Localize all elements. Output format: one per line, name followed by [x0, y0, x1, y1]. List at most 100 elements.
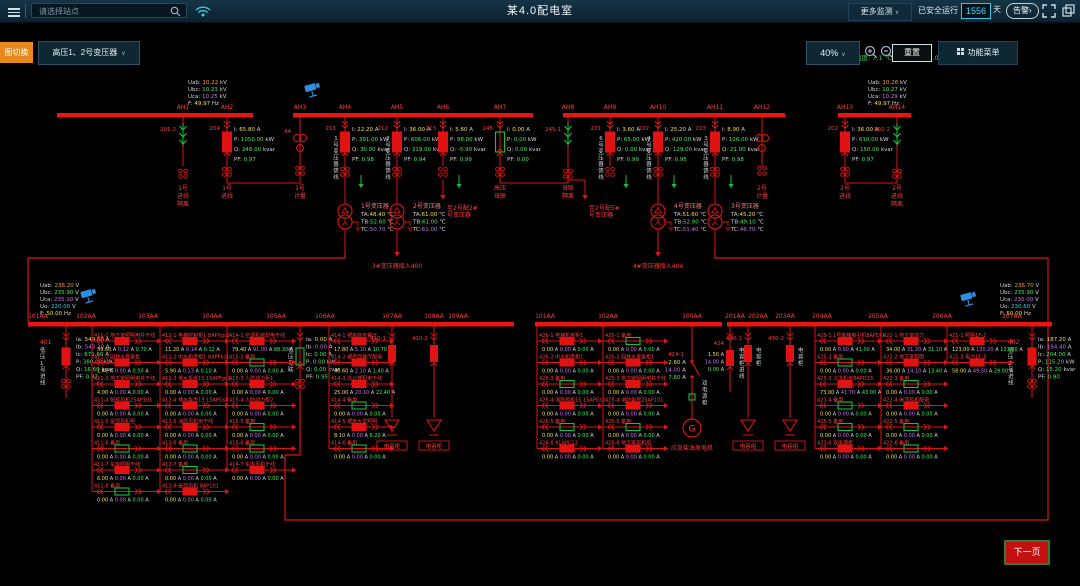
svg-text:0.00 A 0.00 A 0.00 A: 0.00 A 0.00 A 0.00 A: [165, 433, 217, 439]
svg-text:0.00 A 0.00 A 0.00 A: 0.00 A 0.00 A 0.00 A: [97, 433, 149, 439]
svg-text:2.60 A: 2.60 A: [668, 360, 686, 366]
svg-text:TC:61.00 ℃: TC:61.00 ℃: [412, 226, 445, 233]
reset-button[interactable]: 重置: [892, 44, 932, 62]
svg-text:426-1 电梯机房柜1: 426-1 电梯机房柜1: [539, 332, 583, 339]
svg-text:P: 0.00 kW: P: 0.00 kW: [507, 137, 537, 143]
svg-text:402: 402: [1008, 339, 1020, 346]
svg-text:245: 245: [483, 126, 494, 132]
svg-text:44: 44: [284, 129, 291, 135]
svg-text:207AA: 207AA: [1002, 313, 1023, 320]
svg-text:0.00 A: 0.00 A: [708, 367, 725, 373]
diagram-switch-tag[interactable]: 图切换: [0, 42, 33, 63]
svg-text:0.00 A 0.00 A 0.00 A: 0.00 A 0.00 A 0.00 A: [886, 412, 938, 418]
svg-text:Uca: 10.25 kV: Uca: 10.25 kV: [188, 94, 227, 100]
svg-text:PF: 0.95: PF: 0.95: [665, 157, 687, 163]
chevron-down-icon: ∨: [841, 52, 846, 58]
svg-text:AH14: AH14: [889, 104, 905, 111]
svg-text:0.00 A 0.00 A 0.00 A: 0.00 A 0.00 A 0.00 A: [608, 455, 660, 461]
transformer-selector[interactable]: 高压1、2号变压器∨: [38, 41, 140, 65]
svg-text:Ubc: 235.90 V: Ubc: 235.90 V: [1000, 290, 1039, 296]
svg-text:0.00 A 0.00 A 0.00 A: 0.00 A 0.00 A 0.00 A: [820, 412, 872, 418]
svg-text:Ib: 543.20 A: Ib: 543.20 A: [76, 345, 110, 351]
svg-text:TA:51.60 ℃: TA:51.60 ℃: [673, 211, 706, 218]
windows-icon[interactable]: [1062, 4, 1076, 18]
svg-text:412-7 备用: 412-7 备用: [162, 461, 188, 468]
svg-text:应急柴油发电机: 应急柴油发电机: [671, 444, 713, 452]
svg-text:425-3 地下室照明电井干线: 425-3 地下室照明电井干线: [605, 375, 666, 382]
svg-text:PF: 0.00: PF: 0.00: [507, 157, 529, 163]
svg-text:AH10: AH10: [650, 104, 666, 111]
svg-text:PF: 0.98: PF: 0.98: [722, 157, 744, 163]
svg-text:201-2: 201-2: [160, 127, 176, 133]
svg-text:425-3 冷冻机房8APD33: 425-3 冷冻机房8APD33: [817, 375, 873, 382]
alarm-button[interactable]: 告警›: [1006, 3, 1039, 19]
svg-text:F: 50.00 Hz: F: 50.00 Hz: [1000, 311, 1031, 317]
svg-text:P: 420.00 kW: P: 420.00 kW: [665, 137, 702, 143]
more-monitor-dropdown[interactable]: 更多监测 ∨: [848, 3, 912, 21]
zoom-level-dropdown[interactable]: 40%∨: [806, 41, 860, 65]
svg-text:73.00 A 41.70 A 43.00 A: 73.00 A 41.70 A 43.00 A: [820, 390, 882, 396]
svg-text:3号变压器: 3号变压器: [731, 202, 759, 210]
svg-text:414-2 裙房西餐厅配电: 414-2 裙房西餐厅配电: [331, 354, 382, 361]
svg-text:I: 65.80 A: I: 65.80 A: [234, 127, 261, 133]
svg-text:201AA: 201AA: [725, 313, 746, 320]
svg-text:40.60 A 2.10 A 1.40 A: 40.60 A 2.10 A 1.40 A: [334, 369, 389, 375]
svg-text:Ic: 204.00 A: Ic: 204.00 A: [1038, 352, 1071, 358]
svg-text:100AA: 100AA: [682, 313, 703, 320]
zoom-in-icon[interactable]: [864, 45, 878, 60]
fullscreen-icon[interactable]: [1042, 4, 1056, 18]
svg-text:2号: 2号: [757, 185, 767, 192]
svg-text:107AA: 107AA: [382, 313, 403, 320]
svg-text:AH12: AH12: [754, 104, 770, 111]
svg-text:414-1 空调机房配电干线: 414-1 空调机房配电干线: [229, 332, 285, 339]
function-menu-button[interactable]: 功能菜单: [938, 41, 1018, 65]
menu-icon[interactable]: [8, 6, 20, 17]
next-page-button[interactable]: 下一页: [1004, 540, 1050, 565]
svg-text:0.00 A 0.00 A 0.00 A: 0.00 A 0.00 A 0.00 A: [542, 390, 594, 396]
svg-text:205AA: 205AA: [868, 313, 889, 320]
svg-text:0.00 A 0.00 A 41.00 A: 0.00 A 0.00 A 41.00 A: [820, 347, 875, 353]
svg-text:PF: 0.90: PF: 0.90: [1038, 375, 1060, 381]
wifi-icon[interactable]: [194, 3, 212, 18]
svg-text:0.00 A 0.00 A 0.00 A: 0.00 A 0.00 A 0.00 A: [97, 455, 149, 461]
station-search-input[interactable]: 请选择站点: [31, 3, 187, 18]
svg-text:421-1 照明1F-2: 421-1 照明1F-2: [949, 333, 986, 339]
chevron-down-icon: ∨: [894, 10, 900, 16]
svg-text:103AA: 103AA: [138, 313, 159, 320]
svg-text:0.00 A 0.00 A 0.00 A: 0.00 A 0.00 A 0.00 A: [232, 369, 284, 375]
svg-text:母联: 母联: [494, 192, 506, 200]
svg-text:1.50 A: 1.50 A: [708, 352, 725, 358]
svg-text:412-3 排水泵房15 15APFgs1: 412-3 排水泵房15 15APFgs1: [162, 375, 231, 382]
